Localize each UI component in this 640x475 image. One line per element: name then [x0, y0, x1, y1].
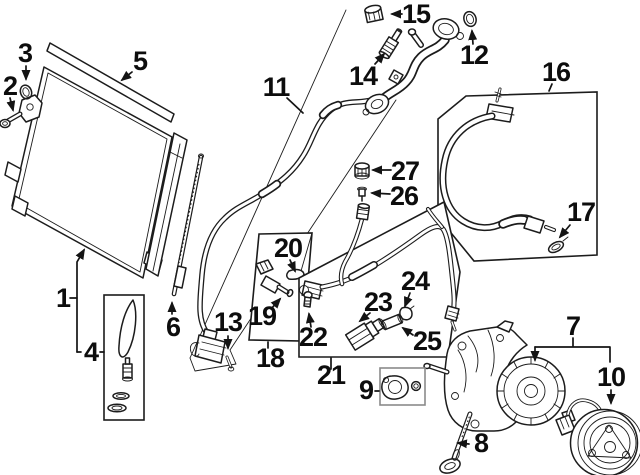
callout-13[interactable]: 13	[214, 307, 244, 337]
callout-6[interactable]: 6	[166, 312, 182, 342]
callout-5[interactable]: 5	[133, 46, 149, 76]
pressure-hose-inset-box	[437, 87, 598, 262]
o-ring-12	[463, 10, 477, 28]
callout-14-arrow	[374, 52, 386, 65]
callout-8-arrow	[456, 439, 470, 449]
callout-26-arrow	[370, 189, 391, 198]
callout-1[interactable]: 1	[56, 283, 72, 313]
callout-27[interactable]: 27	[391, 156, 420, 186]
callout-15[interactable]: 15	[402, 0, 432, 29]
callout-11[interactable]: 11	[263, 72, 292, 102]
mount-bolt	[0, 111, 23, 129]
callout-22[interactable]: 22	[299, 322, 328, 352]
gasket-inset-box	[379, 367, 426, 406]
pressure-sensor-19	[255, 259, 294, 298]
clutch-assembly	[555, 398, 640, 475]
charge-port-tube	[338, 162, 371, 287]
tube-clamp	[388, 69, 404, 85]
callout-19-arrow	[270, 297, 282, 310]
callout-10[interactable]: 10	[597, 362, 626, 392]
callout-14[interactable]: 14	[349, 61, 379, 91]
callout-18[interactable]: 18	[256, 343, 286, 373]
callout-11-leader	[286, 97, 304, 114]
callout-22-arrow	[305, 312, 315, 328]
callout-17-arrow	[558, 224, 571, 239]
callout-23-arrow	[358, 311, 371, 323]
callout-8[interactable]: 8	[474, 428, 490, 458]
callout-20[interactable]: 20	[274, 233, 303, 263]
callout-4[interactable]: 4	[84, 337, 100, 367]
callout-25[interactable]: 25	[413, 326, 443, 356]
drier-tube	[171, 153, 205, 297]
callout-17[interactable]: 17	[567, 197, 596, 227]
drier-kit-inset-box	[103, 294, 145, 421]
manifold-tube	[362, 18, 464, 116]
callout-3[interactable]: 3	[18, 38, 34, 68]
callout-20-arrow	[287, 259, 296, 273]
pressure-switch-23	[344, 317, 386, 351]
condenser-bracket	[18, 94, 43, 123]
hose-fitting-13	[189, 328, 235, 372]
callout-5-arrow	[120, 70, 133, 82]
compressor-pulley	[496, 356, 566, 426]
suction-hose-11	[197, 97, 375, 336]
callout-7[interactable]: 7	[566, 311, 581, 341]
callout-24[interactable]: 24	[401, 266, 431, 296]
callout-25-arrow	[401, 326, 414, 337]
drier-ring	[112, 392, 130, 400]
callout-9[interactable]: 9	[359, 375, 375, 405]
callout-26[interactable]: 26	[390, 181, 420, 211]
hose-end-fitting	[523, 215, 545, 234]
condenser-mount-tab	[11, 195, 29, 217]
callout-2-arrow	[6, 97, 16, 112]
o-ring-3	[19, 84, 33, 100]
side-air-deflector	[145, 132, 188, 277]
callout-23[interactable]: 23	[364, 287, 394, 317]
callout-19[interactable]: 19	[248, 301, 278, 331]
o-ring-17	[547, 240, 565, 254]
spacer-25	[380, 313, 404, 331]
callout-1-arrow	[75, 248, 86, 353]
drier-ring	[107, 403, 127, 413]
callout-7-bracket	[534, 337, 611, 363]
callout-24-arrow	[404, 292, 413, 308]
service-cap-15	[364, 4, 384, 24]
condenser-seal-strip	[46, 42, 175, 123]
callout-12-arrow	[468, 29, 478, 45]
liquid-line-inset-box	[298, 200, 461, 358]
callout-12[interactable]: 12	[460, 40, 489, 70]
callout-2[interactable]: 2	[3, 71, 18, 101]
threaded-end	[444, 305, 460, 332]
desiccant-bag	[118, 299, 137, 358]
valve-core-26	[357, 186, 367, 202]
condenser-mount-tab	[4, 161, 22, 183]
gasket-ring	[410, 380, 422, 392]
stud-22	[303, 291, 313, 308]
callout-16[interactable]: 16	[542, 57, 572, 87]
mount-bolt-8	[439, 411, 473, 474]
drier-valve	[122, 357, 133, 382]
port-cap-27	[354, 162, 370, 180]
callout-21[interactable]: 21	[317, 360, 347, 390]
compressor	[423, 320, 566, 432]
callout-leaders	[6, 9, 616, 449]
port-gasket	[381, 375, 409, 400]
callout-16-leader	[548, 83, 553, 92]
